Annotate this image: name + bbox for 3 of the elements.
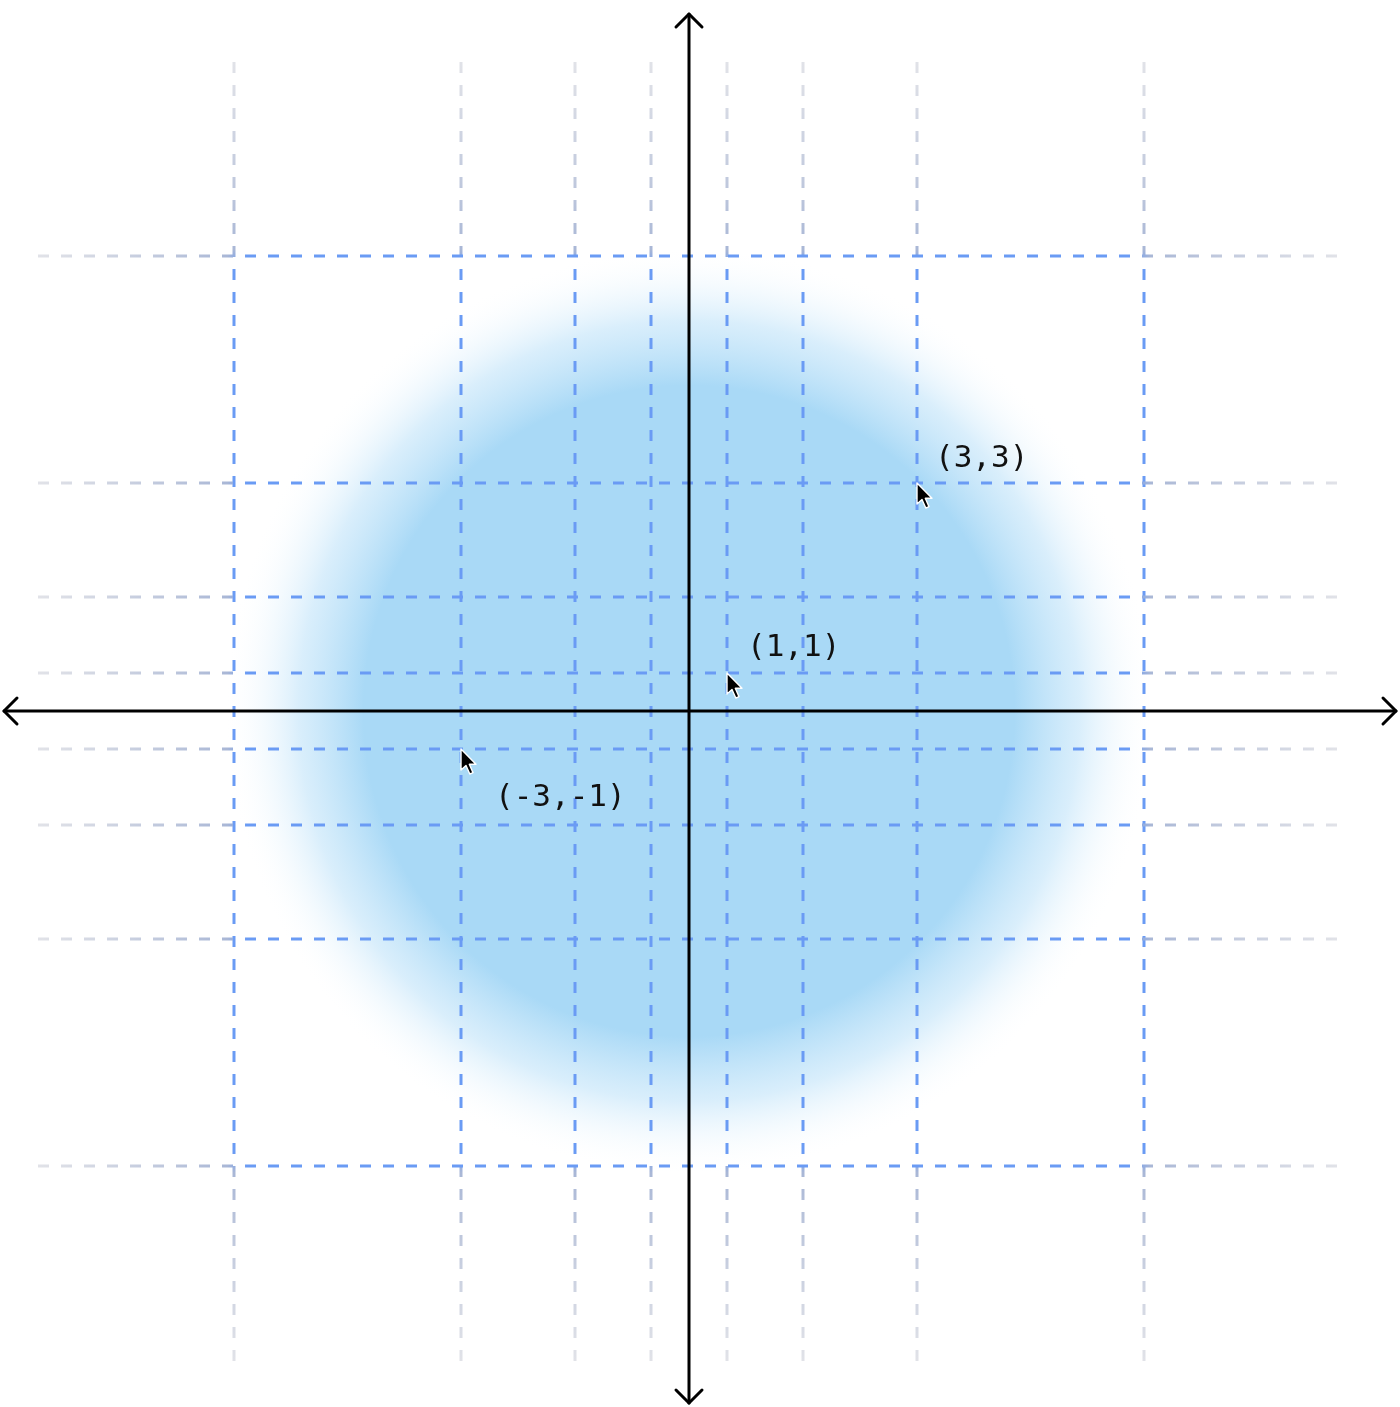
coordinate-label: (3,3) [935, 441, 1029, 472]
coordinate-label: (1,1) [747, 630, 841, 661]
coordinate-label: (-3,-1) [495, 780, 626, 811]
